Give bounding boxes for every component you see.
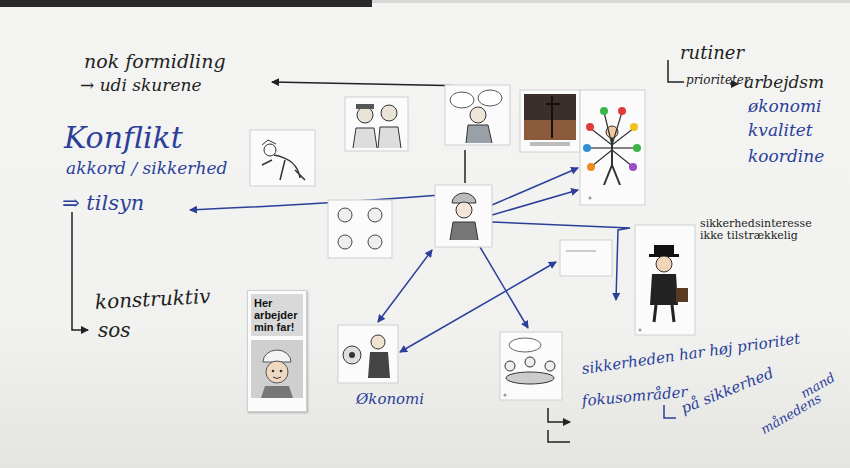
handwritten-note: nok formidling: [84, 52, 226, 72]
handwritten-note: månedens: [759, 391, 824, 436]
handwritten-note: ⇒ tilsyn: [62, 192, 144, 214]
poster-card: Her arbejder min far!: [247, 290, 307, 412]
handwritten-note: rutiner: [680, 44, 744, 63]
poster-text: Her arbejder min far!: [251, 294, 303, 336]
handwritten-note: arbejdsm: [744, 74, 824, 92]
handwritten-note: koordine: [748, 148, 824, 166]
handwritten-note: konstruktiv: [94, 286, 211, 313]
handwritten-note: Økonomi: [356, 392, 424, 408]
handwritten-note: prioriteter: [686, 74, 750, 87]
handwritten-note: kvalitet: [748, 122, 813, 140]
child-helmet-picture: [251, 340, 303, 398]
handwritten-note: → udi skurene: [80, 77, 202, 95]
handwritten-note: sos: [98, 320, 131, 341]
handwritten-note: sikkerhedsinteresse ikke tilstrækkelig: [700, 218, 828, 241]
handwritten-note: økonomi: [748, 98, 822, 116]
handwritten-note: på sikkerhed: [679, 366, 776, 417]
handwritten-note: fokusområder: [581, 385, 688, 410]
handwritten-note: Konflikt: [64, 122, 183, 154]
handwritten-note: akkord / sikkerhed: [66, 160, 227, 178]
